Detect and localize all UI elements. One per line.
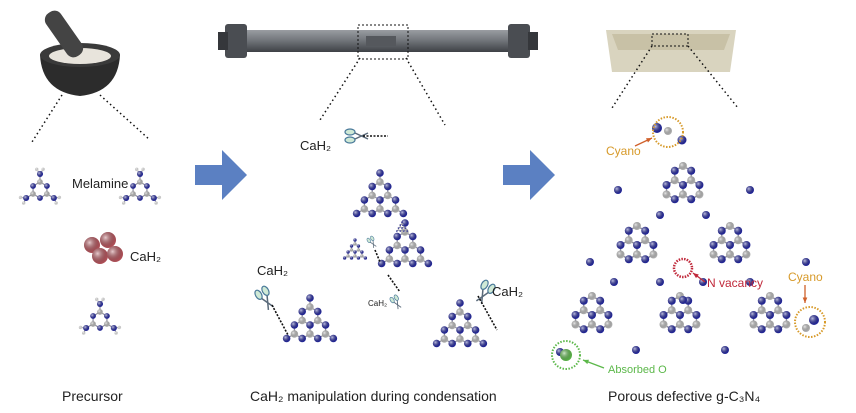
scissors-icon: [344, 128, 369, 144]
process-arrow-1: [195, 150, 247, 200]
cyano-label: Cyano: [788, 270, 823, 284]
annotation-arrow: [802, 297, 808, 303]
condensation-caption: CaH₂ manipulation during condensation: [250, 388, 497, 404]
bond-cleavage-line: [387, 274, 401, 293]
n-vacancy-marker: [672, 257, 694, 279]
crucible-boat-image: [606, 30, 736, 72]
projection-lines: [31, 45, 739, 143]
scissors-icon: [366, 235, 377, 248]
scissors-icon: [389, 294, 402, 310]
cyano-label: Cyano: [606, 144, 641, 158]
molecular-structures: [18, 116, 826, 370]
cyano-marker: [794, 306, 826, 338]
zoom-box: [651, 33, 689, 47]
cyano-marker: [652, 116, 684, 148]
absorbed-o-marker: [551, 340, 581, 370]
cah2-label: CaH₂: [300, 138, 331, 153]
cah2-label: CaH₂: [492, 284, 523, 299]
zoom-box: [357, 24, 409, 60]
bond-cleavage-line: [477, 295, 498, 331]
cah2-label: CaH₂: [368, 299, 387, 308]
scissors-icon: [475, 279, 496, 304]
precursor-caption: Precursor: [62, 388, 123, 404]
mortar-and-pestle-image: [40, 10, 120, 96]
bond-cleavage-line: [374, 249, 381, 263]
cah2-label: CaH₂: [130, 249, 161, 264]
scissors-icon: [254, 285, 275, 310]
annotation-arrow: [646, 138, 652, 143]
annotation-arrow: [693, 273, 699, 279]
tube-furnace-image: [218, 24, 538, 60]
process-arrow-2: [503, 150, 555, 200]
product-caption: Porous defective g-C₃N₄: [608, 388, 761, 404]
bond-cleavage-line: [271, 304, 289, 336]
melamine-label: Melamine: [72, 176, 128, 191]
annotation-arrow: [583, 359, 589, 365]
absorbed-o-label: Absorbed O: [608, 364, 667, 376]
n-vacancy-label: N vacancy: [707, 276, 763, 290]
cah2-label: CaH₂: [257, 263, 288, 278]
